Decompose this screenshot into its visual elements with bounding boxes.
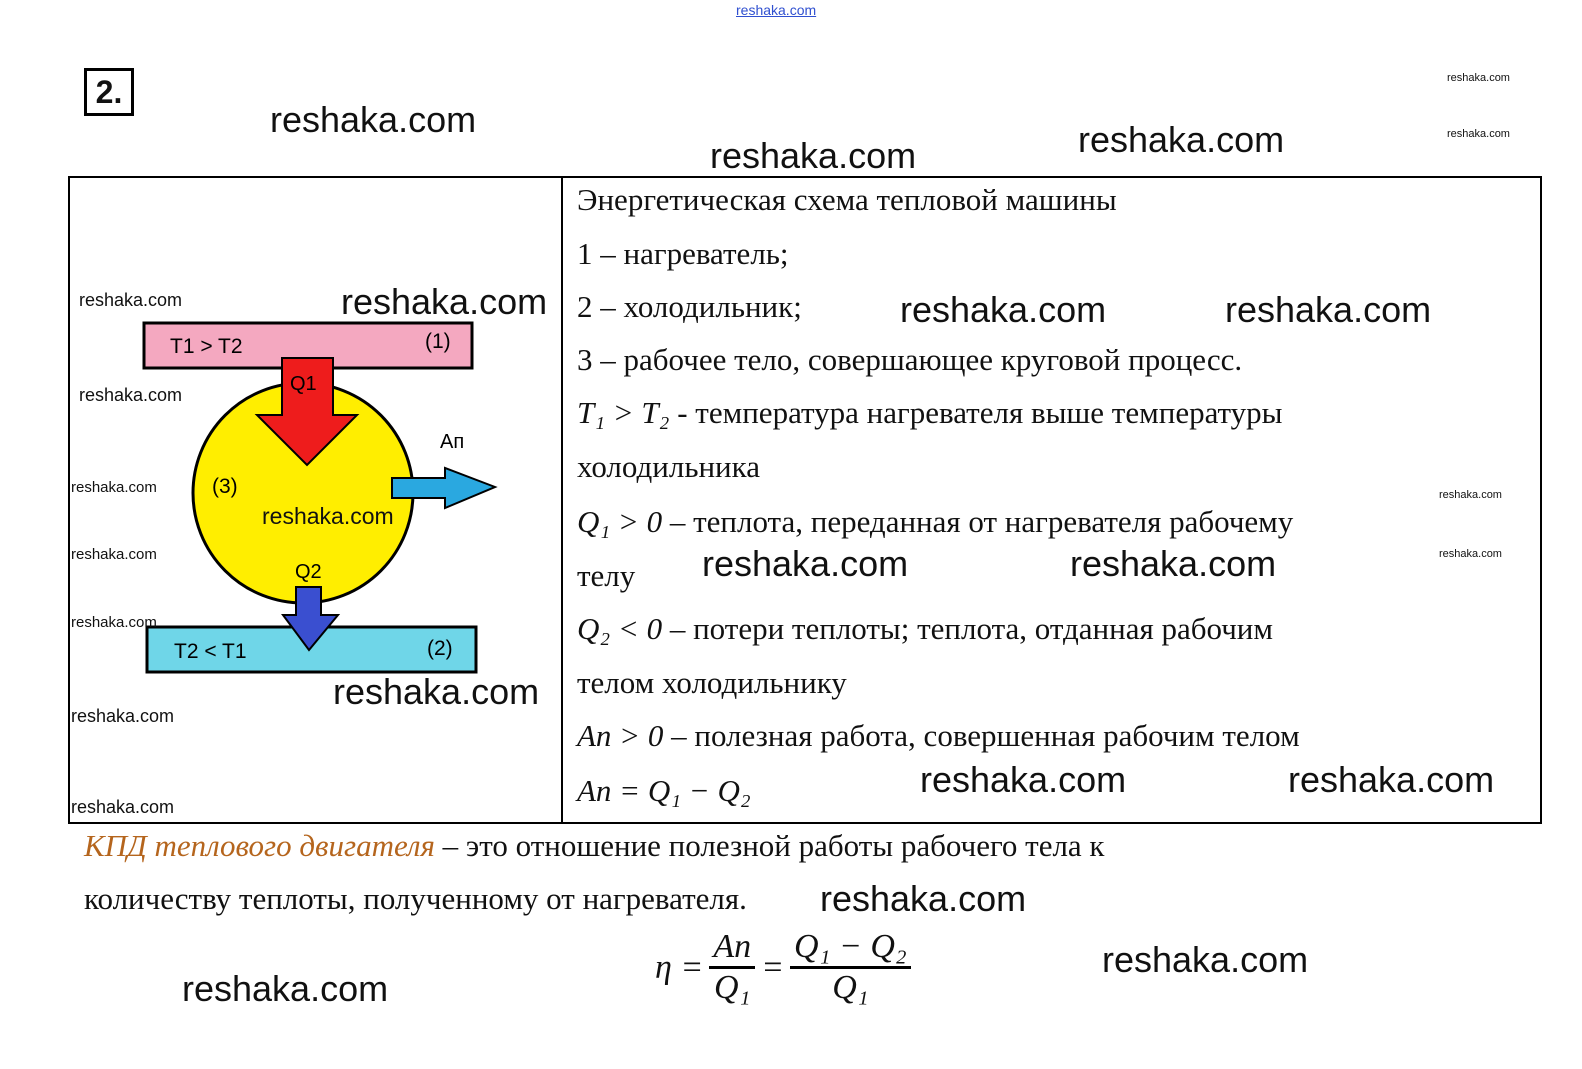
watermark: reshaka.com — [182, 968, 389, 1009]
watermark: reshaka.com — [341, 281, 548, 322]
cooler-label: T2 < T1 — [174, 640, 247, 663]
q2-arrow-icon — [281, 586, 341, 652]
q1-description: – теплота, переданная от нагревателя раб… — [669, 504, 1294, 539]
formula-equals: = — [761, 948, 785, 986]
watermark: reshaka.com — [820, 878, 1027, 919]
task-number: 2. — [84, 68, 134, 116]
watermark: reshaka.com — [702, 543, 909, 584]
watermark: reshaka.com — [71, 546, 157, 563]
watermark: reshaka.com — [1102, 939, 1309, 980]
q2-line: Q₂ < 0 – потери теплоты; теплота, отданн… — [577, 611, 1273, 647]
t-description: - температура нагревателя выше температу… — [677, 395, 1283, 430]
watermark: reshaka.com — [79, 290, 183, 310]
kpd-definition-cont: количеству теплоты, полученному от нагре… — [84, 881, 747, 916]
table-divider — [561, 176, 563, 822]
formula-num2: Q₁ − Q₂ — [790, 928, 911, 969]
watermark: reshaka.com — [71, 706, 175, 726]
kpd-definition: – это отношение полезной работы рабочего… — [434, 828, 1105, 863]
a-relation: Aп > 0 — [577, 718, 664, 753]
t-relation: T₁ > T₂ — [577, 395, 670, 430]
formula-den2: Q₁ — [832, 969, 869, 1006]
t-description-cont: холодильника — [577, 449, 760, 484]
item-cooler: 2 – холодильник; — [577, 289, 802, 324]
q2-description: – потери теплоты; теплота, отданная рабо… — [669, 611, 1273, 646]
a-equation-line: Aп = Q₁ − Q₂ — [577, 773, 751, 809]
q1-arrow-icon — [254, 357, 360, 467]
formula-num1: Aп — [709, 928, 756, 969]
q2-relation: Q₂ < 0 — [577, 611, 663, 646]
q1-line: Q₁ > 0 – теплота, переданная от нагреват… — [577, 504, 1293, 540]
cooler-number: (2) — [427, 637, 453, 660]
item-heater: 1 – нагреватель; — [577, 236, 789, 271]
q1-description-cont: телу — [577, 558, 636, 593]
watermark: reshaka.com — [1439, 548, 1502, 560]
q1-label: Q1 — [290, 373, 317, 395]
watermark: reshaka.com — [333, 671, 540, 712]
watermark: reshaka.com — [1447, 128, 1510, 140]
watermark: reshaka.com — [1439, 489, 1502, 501]
a-description: – полезная работа, совершенная рабочим т… — [671, 718, 1300, 753]
watermark: reshaka.com — [1078, 119, 1285, 160]
a-equation: Aп = Q₁ − Q₂ — [577, 773, 751, 808]
watermark: reshaka.com — [270, 99, 477, 140]
watermark: reshaka.com — [1447, 72, 1510, 84]
scheme-title: Энергетическая схема тепловой машины — [577, 182, 1117, 217]
watermark: reshaka.com — [1070, 543, 1277, 584]
watermark: reshaka.com — [71, 614, 157, 631]
watermark: reshaka.com — [262, 503, 394, 529]
scheme-table — [68, 176, 1542, 824]
watermark: reshaka.com — [79, 385, 183, 405]
watermark: reshaka.com — [71, 797, 175, 817]
body-number: (3) — [212, 475, 238, 498]
site-link[interactable]: reshaka.com — [736, 2, 817, 18]
q2-label: Q2 — [295, 561, 322, 583]
formula-den1: Q₁ — [714, 969, 751, 1006]
watermark: reshaka.com — [710, 135, 917, 176]
q1-relation: Q₁ > 0 — [577, 504, 663, 539]
item-body: 3 – рабочее тело, совершающее круговой п… — [577, 342, 1243, 377]
work-arrow-icon — [391, 466, 498, 510]
watermark: reshaka.com — [1288, 759, 1495, 800]
watermark: reshaka.com — [1225, 289, 1432, 330]
watermark: reshaka.com — [71, 479, 157, 496]
watermark: reshaka.com — [900, 289, 1107, 330]
heat-engine-diagram: T1 > T2 (1) T2 < T1 (2) (3) Q1 Q2 Ап — [142, 321, 498, 674]
watermark: reshaka.com — [920, 759, 1127, 800]
heater-label: T1 > T2 — [170, 335, 243, 358]
kpd-term: КПД теплового двигателя — [84, 828, 435, 863]
work-label: Ап — [440, 431, 464, 453]
kpd-line: КПД теплового двигателя – это отношение … — [84, 828, 1105, 864]
t-line: T₁ > T₂ - температура нагревателя выше т… — [577, 395, 1283, 431]
a-line: Aп > 0 – полезная работа, совершенная ра… — [577, 718, 1300, 754]
heater-number: (1) — [425, 330, 451, 353]
formula-eta: η = — [655, 948, 704, 986]
q2-description-cont: телом холодильнику — [577, 665, 847, 700]
